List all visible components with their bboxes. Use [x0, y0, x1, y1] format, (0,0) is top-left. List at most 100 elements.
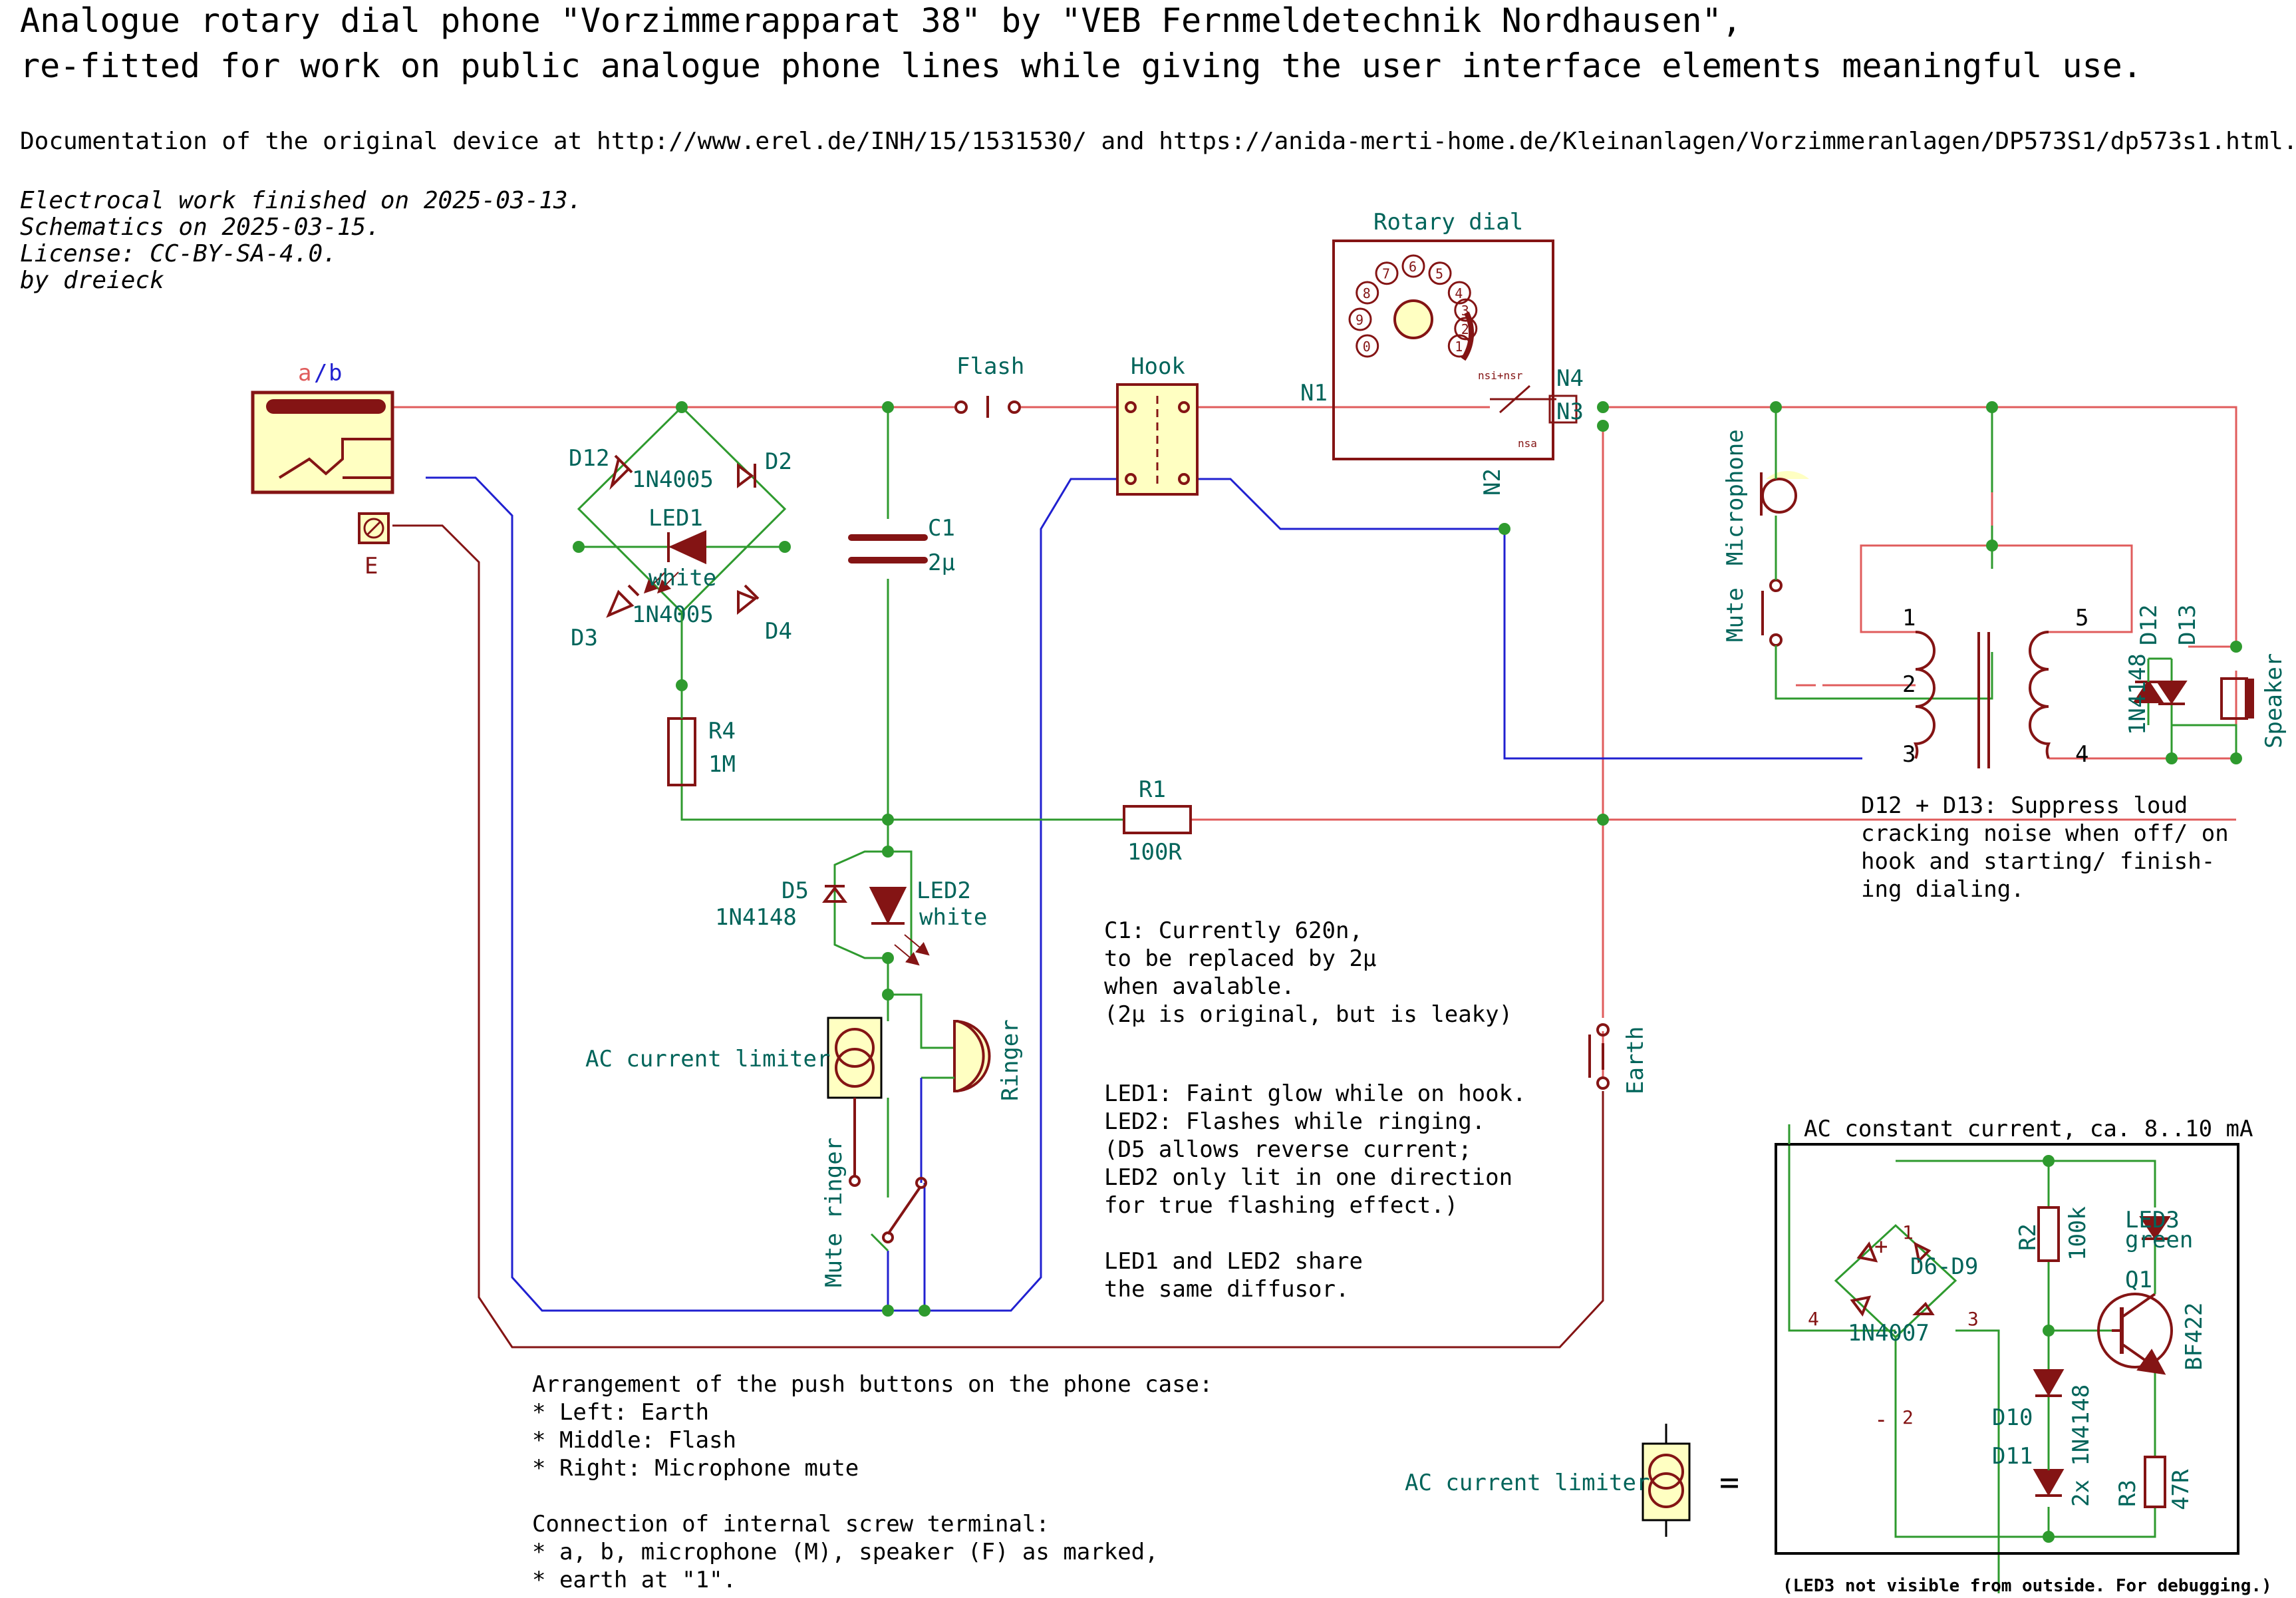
- note-buttons: Arrangement of the push buttons on the p…: [532, 1371, 1213, 1593]
- mute-microphone-button[interactable]: [1761, 516, 1783, 685]
- junction-dot: [779, 541, 791, 553]
- dial-hole-2: [1454, 317, 1478, 341]
- dial-hole-9: [1348, 307, 1372, 331]
- d12_d13-line-0: D12 + D13: Suppress loud: [1861, 792, 2188, 819]
- rectifier-bridge: [606, 454, 760, 618]
- d10-d11-type: 2x 1N4148: [2068, 1384, 2094, 1507]
- r3-resistor: [2144, 1456, 2166, 1508]
- junction-dot: [1597, 814, 1609, 826]
- d10-label: D10: [1992, 1404, 2033, 1431]
- limiter-equation-symbol: [1642, 1424, 1691, 1537]
- d3-label: D3: [571, 625, 598, 651]
- r4-label: R4: [708, 718, 736, 744]
- ab-label-a: a: [298, 360, 311, 387]
- limiter-equation-label: AC current limiter: [1405, 1470, 1650, 1496]
- sub-bridge-type: 1N4007: [1848, 1320, 1930, 1347]
- sub-pin-2: 2: [1902, 1406, 1914, 1428]
- meta-line-2: Schematics on 2025-03-15.: [20, 214, 380, 241]
- flash-button[interactable]: [954, 396, 1021, 418]
- hook-switch[interactable]: [1116, 383, 1199, 496]
- dial-nsa-label: nsa: [1518, 437, 1537, 450]
- dial-digit-6: 6: [1409, 259, 1417, 275]
- ab-label-slash: /: [314, 360, 327, 387]
- d10-d11-diodes: [2033, 1369, 2065, 1497]
- dial-digit-0: 0: [1363, 339, 1371, 355]
- transformer-pin-3: 3: [1902, 741, 1916, 768]
- leds-line-3: LED2 only lit in one direction: [1104, 1164, 1512, 1191]
- rotary-dial-label: Rotary dial: [1373, 209, 1523, 236]
- meta-line-3: License: CC-BY-SA-4.0.: [20, 240, 337, 267]
- junction-dot: [882, 846, 894, 858]
- ringer: [920, 1019, 991, 1183]
- c1-line-0: C1: Currently 620n,: [1104, 917, 1363, 944]
- line-a-wires: [392, 406, 2237, 1076]
- junction-dot: [2230, 641, 2242, 653]
- buttons-line-2: * Middle: Flash: [532, 1427, 736, 1454]
- buttons-line-5: Connection of internal screw terminal:: [532, 1511, 1050, 1537]
- n1-label: N1: [1300, 380, 1328, 406]
- q1-label: Q1: [2125, 1267, 2152, 1293]
- transformer-pin-5: 5: [2075, 605, 2088, 631]
- earth-wire: [392, 524, 1604, 1349]
- meta-line-1: Electrocal work finished on 2025-03-13.: [20, 187, 583, 214]
- note-c1: C1: Currently 620n,to be replaced by 2µw…: [1104, 917, 1512, 1028]
- c1-value: 2µ: [928, 550, 955, 576]
- sub-circuit-title: AC constant current, ca. 8..10 mA: [1804, 1116, 2253, 1142]
- ac-current-limiter: [827, 1017, 883, 1099]
- ab-label-b: b: [329, 360, 342, 387]
- led3-color: green: [2125, 1227, 2193, 1253]
- earth-button-label: Earth: [1622, 1027, 1649, 1094]
- d12_d13-line-1: cracking noise when off/ on: [1861, 820, 2229, 847]
- junction-dot: [2230, 752, 2242, 764]
- dial-hole-0: [1356, 334, 1379, 358]
- dial-digit-4: 4: [1455, 285, 1463, 301]
- junction-dot: [1770, 401, 1782, 413]
- d13-label: D13: [2174, 605, 2201, 645]
- sub-bridge-ref: D6-D9: [1910, 1253, 1978, 1280]
- junction-dot: [919, 1305, 931, 1317]
- dial-digit-5: 5: [1435, 266, 1443, 282]
- sub-footnote: (LED3 not visible from outside. For debu…: [1783, 1576, 2272, 1596]
- earth-button[interactable]: [1588, 1023, 1610, 1090]
- ringer-label: Ringer: [997, 1019, 1024, 1101]
- r4-value: 1M: [708, 751, 736, 778]
- r3-label: R3: [2114, 1480, 2141, 1507]
- q1-type: BF422: [2181, 1303, 2208, 1370]
- equals-sign: =: [1719, 1463, 1739, 1502]
- dial-digit-3: 3: [1461, 303, 1469, 319]
- dial-hole-1: [1447, 334, 1471, 358]
- title-line-2: re-fitted for work on public analogue ph…: [20, 47, 2142, 85]
- speaker: [2220, 677, 2254, 720]
- d12_d13-line-3: ing dialing.: [1861, 876, 2025, 903]
- microphone-label: Microphone: [1722, 429, 1749, 565]
- dial-digit-1: 1: [1455, 339, 1463, 355]
- d12-label: D12: [2136, 605, 2162, 645]
- led2-label: LED2: [917, 878, 971, 904]
- buttons-line-1: * Left: Earth: [532, 1399, 709, 1426]
- led2-color: white: [919, 904, 987, 931]
- mute-mic-label: Mute: [1722, 587, 1749, 642]
- junction-dot: [882, 989, 894, 1001]
- constant-current-box: [1775, 1143, 2239, 1555]
- leds-line-6: LED1 and LED2 share: [1104, 1248, 1363, 1275]
- junction-dot: [882, 814, 894, 826]
- dial-digit-9: 9: [1356, 312, 1363, 328]
- dial-digit-2: 2: [1461, 321, 1469, 337]
- dial-hole-4: [1447, 281, 1471, 305]
- d12-d13-type: 1N4148: [2124, 653, 2151, 735]
- sub-minus: -: [1874, 1406, 1888, 1433]
- sub-bridge-diodes: [1850, 1241, 1935, 1317]
- c1-line-2: when avalable.: [1104, 973, 1295, 1000]
- c1-label: C1: [928, 515, 955, 542]
- transformer: [1913, 631, 2051, 768]
- n4-label: N4: [1556, 365, 1584, 392]
- junction-dot: [882, 952, 894, 964]
- junction-dots: [573, 401, 2242, 1543]
- buttons-line-3: * Right: Microphone mute: [532, 1455, 859, 1482]
- r1-resistor: [1123, 805, 1192, 834]
- junction-dot: [1499, 523, 1510, 535]
- sub-pin-4: 4: [1808, 1308, 1819, 1330]
- junction-dot: [676, 401, 688, 413]
- c1-line-3: (2µ is original, but is leaky): [1104, 1001, 1512, 1028]
- title-line-1: Analogue rotary dial phone "Vorzimmerapp…: [20, 1, 1742, 40]
